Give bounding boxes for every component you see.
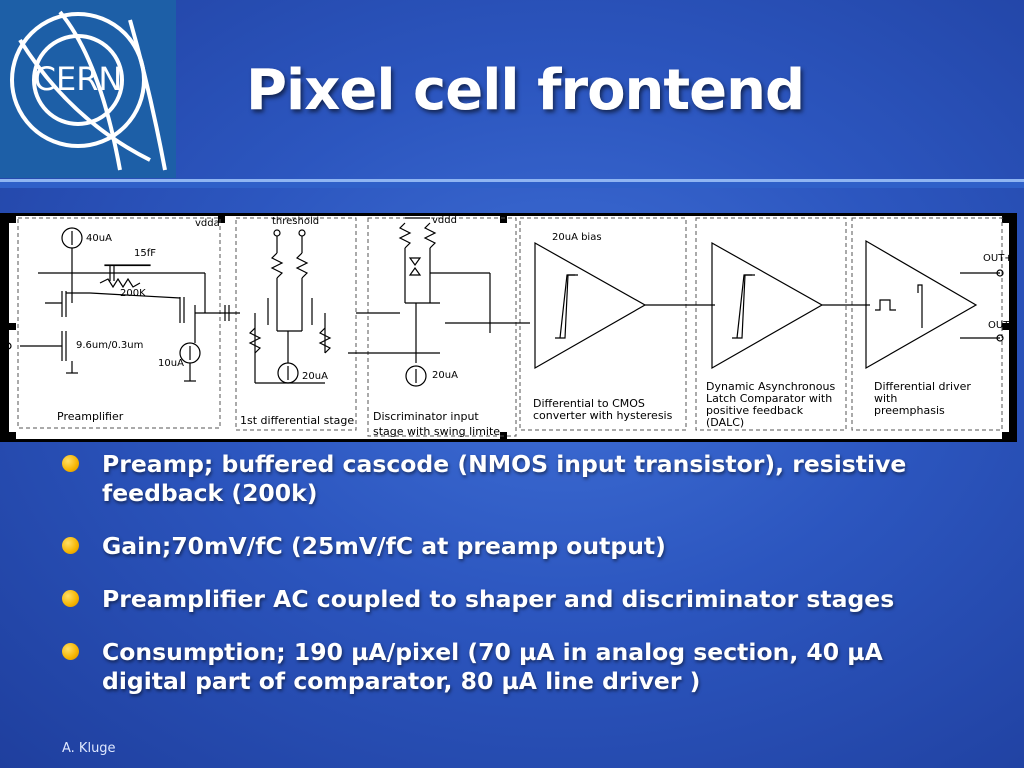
svg-text:20uA: 20uA	[432, 370, 458, 381]
svg-text:Differential to CMOS: Differential to CMOS	[533, 397, 645, 410]
svg-text:(DALC): (DALC)	[706, 416, 744, 429]
svg-text:vdda: vdda	[195, 218, 220, 229]
list-item: Gain;70mV/fC (25mV/fC at preamp output)	[62, 532, 962, 561]
svg-text:OUT-: OUT-	[988, 320, 1012, 331]
svg-text:1st differential stage: 1st differential stage	[240, 414, 354, 427]
svg-text:Dynamic Asynchronous: Dynamic Asynchronous	[706, 380, 835, 393]
cern-logo: CERN	[0, 0, 176, 178]
slide-title: Pixel cell frontend	[246, 58, 805, 123]
svg-text:20uA: 20uA	[302, 371, 328, 382]
svg-text:converter with hysteresis: converter with hysteresis	[533, 409, 673, 422]
logo-text: CERN	[34, 60, 123, 98]
svg-text:9.6um/0.3um: 9.6um/0.3um	[76, 340, 143, 351]
list-item: Consumption; 190 µA/pixel (70 µA in anal…	[62, 638, 962, 696]
svg-text:vddd: vddd	[432, 215, 457, 226]
svg-text:40uA: 40uA	[86, 233, 112, 244]
bullet-icon	[62, 643, 79, 660]
title-divider-band	[0, 182, 1024, 188]
svg-text:positive feedback: positive feedback	[706, 404, 804, 417]
svg-text:OUT+: OUT+	[983, 253, 1013, 264]
svg-text:Differential driver: Differential driver	[874, 380, 971, 393]
svg-text:with: with	[874, 392, 897, 405]
svg-text:20uA bias: 20uA bias	[552, 232, 602, 243]
svg-text:Discriminator input: Discriminator input	[373, 410, 479, 423]
list-item: Preamplifier AC coupled to shaper and di…	[62, 585, 962, 614]
bullet-list: Preamp; buffered cascode (NMOS input tra…	[62, 450, 962, 720]
cern-logo-graphic: CERN	[10, 10, 167, 171]
svg-text:Preamplifier: Preamplifier	[57, 410, 124, 423]
svg-text:200K: 200K	[120, 288, 146, 299]
svg-text:stage with swing limite: stage with swing limite	[373, 425, 500, 438]
schematic-diagram: vdda threshold vddd 20uA bias 40uA 15fF …	[0, 213, 1017, 442]
title-divider	[0, 179, 1024, 182]
svg-text:Latch Comparator with: Latch Comparator with	[706, 392, 832, 405]
slide-author: A. Kluge	[62, 741, 116, 756]
svg-text:preemphasis: preemphasis	[874, 404, 945, 417]
bullet-icon	[62, 537, 79, 554]
svg-text:15fF: 15fF	[134, 248, 156, 259]
bullet-icon	[62, 455, 79, 472]
svg-text:10uA: 10uA	[158, 358, 184, 369]
list-item: Preamp; buffered cascode (NMOS input tra…	[62, 450, 962, 508]
bullet-icon	[62, 590, 79, 607]
svg-text:threshold: threshold	[272, 216, 319, 227]
